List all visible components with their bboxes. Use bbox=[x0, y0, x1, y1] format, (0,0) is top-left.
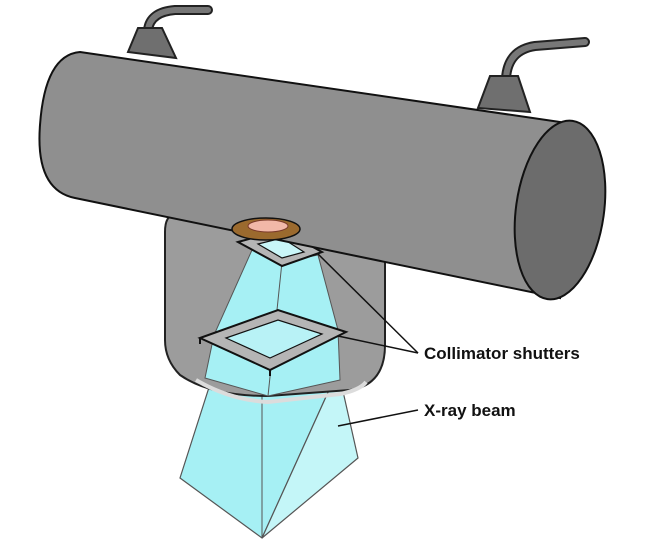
lower-shutter-opening bbox=[224, 319, 324, 359]
xray-beam-lower bbox=[179, 376, 359, 539]
leader-lower-shutter bbox=[337, 335, 419, 354]
right-connector bbox=[476, 75, 532, 114]
tube-end-cap bbox=[513, 119, 607, 301]
window-core bbox=[247, 219, 289, 233]
leader-lines bbox=[317, 253, 419, 427]
leader-beam bbox=[337, 409, 419, 427]
housing-bottom-lip bbox=[194, 378, 368, 405]
label-xray-beam: X-ray beam bbox=[424, 401, 516, 420]
xray-tube bbox=[38, 5, 607, 301]
tube-body bbox=[38, 50, 561, 300]
right-cable-inner bbox=[503, 39, 588, 81]
left-cable-inner bbox=[145, 7, 211, 33]
left-connector bbox=[126, 27, 178, 60]
leader-upper-shutter bbox=[317, 253, 419, 354]
tube-window bbox=[231, 217, 301, 241]
label-collimator-shutters: Collimator shutters bbox=[424, 344, 580, 363]
lower-shutter bbox=[197, 308, 349, 376]
